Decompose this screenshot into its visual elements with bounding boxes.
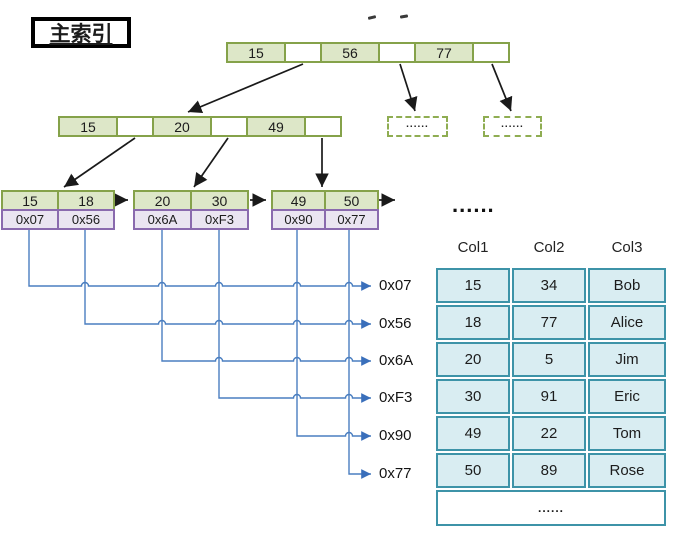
leaf-chain-ellipsis: ...... <box>452 192 495 217</box>
leaf-address-cell: 0xF3 <box>190 209 249 230</box>
root-key-cell: 56 <box>320 42 380 63</box>
table-cell: 89 <box>512 453 586 488</box>
level2-node: 15 20 49 <box>58 116 342 137</box>
table-cell: Jim <box>588 342 666 377</box>
table-cell: 30 <box>436 379 510 414</box>
table-cell: 18 <box>436 305 510 340</box>
level2-pointer-cell <box>210 116 248 137</box>
dashed-node-ellipsis: ...... <box>406 119 429 130</box>
table-cell: 49 <box>436 416 510 451</box>
leaf-node-1: 15 18 0x07 0x56 <box>1 190 115 230</box>
leaf-address-cell: 0x77 <box>324 209 379 230</box>
leaf-key-cell: 30 <box>190 190 249 211</box>
record-table: 15 34 Bob 18 77 Alice 20 5 Jim 30 91 Eri… <box>436 268 666 526</box>
row-pointer-label: 0x6A <box>379 352 414 369</box>
table-cell: 5 <box>512 342 586 377</box>
root-pointer-cell <box>284 42 322 63</box>
leaf-key-cell: 50 <box>324 190 379 211</box>
leaf-node-2: 20 30 0x6A 0xF3 <box>133 190 249 230</box>
leaf-address-cell: 0x56 <box>57 209 115 230</box>
table-header: Col2 <box>533 239 565 256</box>
level2-key-cell: 20 <box>152 116 212 137</box>
leaf-key-cell: 18 <box>57 190 115 211</box>
table-cell: 20 <box>436 342 510 377</box>
leaf-address-cell: 0x90 <box>271 209 326 230</box>
table-cell: 50 <box>436 453 510 488</box>
dashed-node-ellipsis: ...... <box>501 119 524 130</box>
level2-key-cell: 49 <box>246 116 306 137</box>
level2-pointer-cell <box>116 116 154 137</box>
dashed-more-node: ...... <box>387 116 448 137</box>
table-cell: Tom <box>588 416 666 451</box>
leaf-address-cell: 0x6A <box>133 209 192 230</box>
table-header-row: Col1 Col2 Col3 <box>436 239 666 256</box>
tree-arrows <box>63 63 513 207</box>
leaf-key-cell: 49 <box>271 190 326 211</box>
root-key-cell: 15 <box>226 42 286 63</box>
table-cell: 15 <box>436 268 510 303</box>
diagram-title-label: 主索引 <box>49 22 113 46</box>
row-pointer-label: 0x90 <box>379 427 412 444</box>
leaf-key-cell: 20 <box>133 190 192 211</box>
table-cell: Rose <box>588 453 666 488</box>
record-pointer-wires <box>28 230 371 479</box>
table-cell: Alice <box>588 305 666 340</box>
row-pointer-label: 0x56 <box>379 315 412 332</box>
row-pointer-label: 0xF3 <box>379 389 413 406</box>
table-header: Col1 <box>457 239 489 256</box>
table-cell: 77 <box>512 305 586 340</box>
table-header: Col3 <box>611 239 643 256</box>
leaf-key-cell: 15 <box>1 190 59 211</box>
row-pointer-label: 0x07 <box>379 277 412 294</box>
level2-key-cell: 15 <box>58 116 118 137</box>
row-pointer-label: 0x77 <box>379 465 412 482</box>
level2-pointer-cell <box>304 116 342 137</box>
diagram-title: 主索引 <box>31 17 131 48</box>
table-ellipsis-row: ...... <box>436 490 666 526</box>
leaf-node-3: 49 50 0x90 0x77 <box>271 190 379 230</box>
root-pointer-cell <box>472 42 510 63</box>
table-cell: Eric <box>588 379 666 414</box>
root-pointer-cell <box>378 42 416 63</box>
table-cell: 34 <box>512 268 586 303</box>
root-node: 15 56 77 <box>226 42 510 63</box>
leaf-address-cell: 0x07 <box>1 209 59 230</box>
root-key-cell: 77 <box>414 42 474 63</box>
dashed-more-node: ...... <box>483 116 542 137</box>
table-cell: 91 <box>512 379 586 414</box>
table-cell: Bob <box>588 268 666 303</box>
table-cell: 22 <box>512 416 586 451</box>
